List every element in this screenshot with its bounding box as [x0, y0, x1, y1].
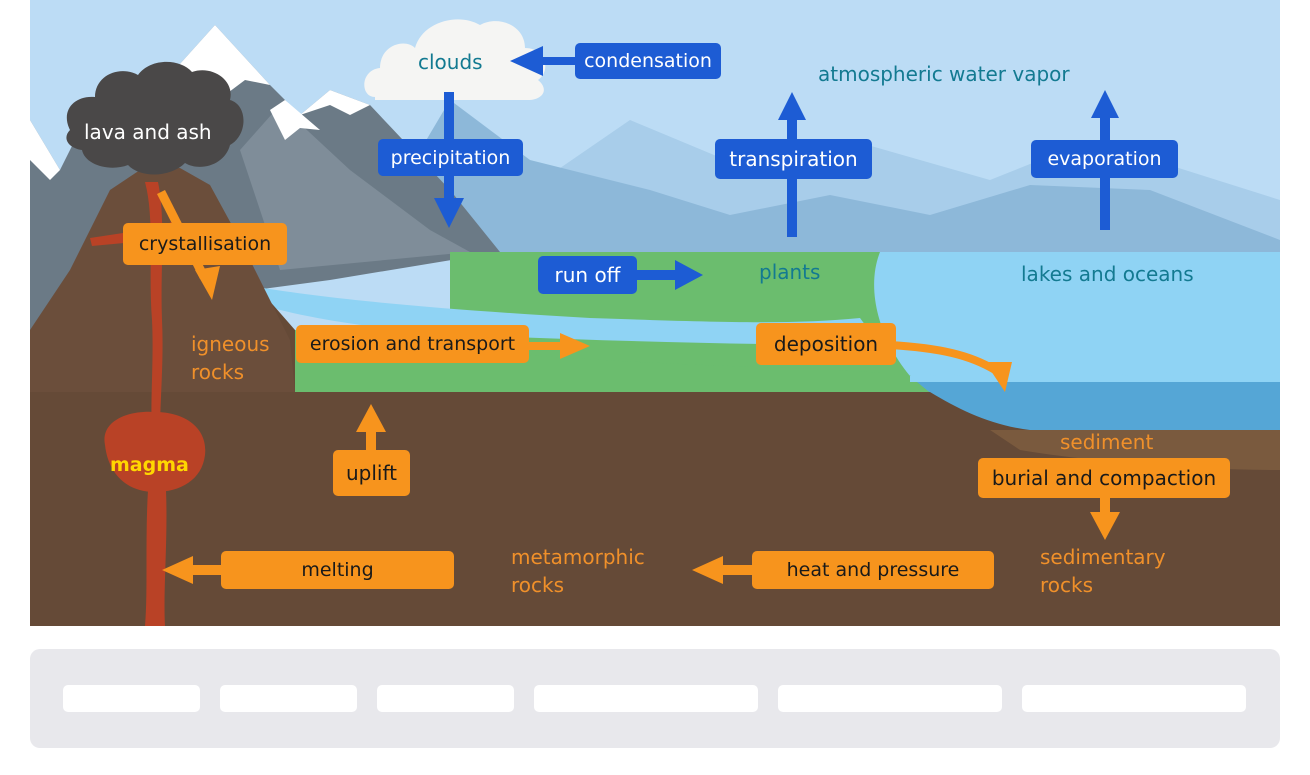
cloud-shape: [364, 19, 546, 101]
erosion-and-transport-box[interactable]: erosion and transport: [296, 325, 529, 363]
uplift-arrow-head: [356, 404, 386, 432]
answer-slot-1[interactable]: [63, 685, 200, 712]
clouds-label: clouds: [418, 50, 483, 74]
melting-arrow-shaft: [190, 565, 230, 575]
crystallisation-box[interactable]: crystallisation: [123, 223, 287, 265]
plants-label: plants: [759, 260, 821, 284]
mid-mountains: [360, 100, 1280, 252]
sediment-label: sediment: [1060, 430, 1154, 454]
earth-ground: [30, 280, 1280, 626]
deposition-arrow-head: [985, 362, 1012, 392]
run-off-arrow-shaft: [630, 270, 680, 280]
answer-slot-5[interactable]: [778, 685, 1002, 712]
precipitation-arrow-head: [434, 198, 464, 228]
snow-cap-3: [30, 120, 60, 180]
transpiration-box[interactable]: transpiration: [715, 139, 872, 179]
run-off-box[interactable]: run off: [538, 256, 637, 294]
burial-arrow-head: [1090, 512, 1120, 540]
snow-cap-4: [270, 100, 320, 140]
igneous-rocks-label: igneous rocks: [191, 330, 270, 386]
uplift-box[interactable]: uplift: [333, 450, 410, 496]
answer-slot-2[interactable]: [220, 685, 357, 712]
lakes-and-oceans-label: lakes and oceans: [1021, 262, 1194, 286]
evaporation-box[interactable]: evaporation: [1031, 140, 1178, 178]
uplift-arrow-shaft: [366, 430, 376, 455]
sedimentary-rocks-label: sedimentary rocks: [1040, 543, 1166, 599]
evaporation-arrow-head: [1091, 90, 1119, 118]
sedimentary-rocks-line-1: sedimentary: [1040, 545, 1166, 569]
deposition-box[interactable]: deposition: [756, 323, 896, 365]
ocean-deep: [910, 376, 1280, 430]
scene-background: [30, 0, 1280, 626]
metamorphic-rocks-label: metamorphic rocks: [511, 543, 645, 599]
magma-root: [145, 490, 167, 626]
sedimentary-rocks-line-2: rocks: [1040, 573, 1094, 597]
burial-and-compaction-box[interactable]: burial and compaction: [978, 458, 1230, 498]
ash-cloud: [66, 61, 244, 175]
run-off-arrow-head: [675, 260, 703, 290]
front-mountain: [240, 105, 470, 270]
transpiration-arrow-head: [778, 92, 806, 120]
condensation-box[interactable]: condensation: [575, 43, 721, 79]
erosion-arrow-head: [560, 333, 590, 359]
burial-arrow-shaft: [1100, 497, 1110, 515]
igneous-rocks-line-1: igneous: [191, 332, 270, 356]
melting-box[interactable]: melting: [221, 551, 454, 589]
water-and-rock-cycle-diagram: clouds atmospheric water vapor lava and …: [30, 0, 1280, 626]
answer-slot-4[interactable]: [534, 685, 758, 712]
deposition-arrow-shaft: [889, 341, 998, 374]
heat-and-pressure-box[interactable]: heat and pressure: [752, 551, 994, 589]
crystallisation-arrow-head: [195, 266, 220, 300]
condensation-arrow-shaft: [540, 57, 590, 65]
igneous-rocks-line-2: rocks: [191, 360, 245, 384]
metamorphic-rocks-line-2: rocks: [511, 573, 565, 597]
snow-cap-2: [300, 90, 370, 115]
answer-slot-3[interactable]: [377, 685, 514, 712]
river-bank: [295, 330, 930, 392]
metamorphic-rocks-line-1: metamorphic: [511, 545, 645, 569]
answer-slot-6[interactable]: [1022, 685, 1246, 712]
lava-and-ash-label: lava and ash: [84, 120, 212, 144]
condensation-arrow-head: [510, 46, 543, 76]
melting-arrow-head: [162, 556, 193, 584]
precipitation-box[interactable]: precipitation: [378, 139, 523, 176]
answer-tray: [30, 649, 1280, 748]
heat-arrow-head: [692, 556, 723, 584]
lakes-surface: [850, 252, 1280, 382]
heat-arrow-shaft: [720, 565, 755, 575]
magma-chamber: [104, 411, 206, 492]
erosion-arrow-shaft: [525, 342, 565, 350]
atmospheric-water-vapor-label: atmospheric water vapor: [818, 62, 1070, 86]
magma-label: magma: [110, 454, 189, 476]
